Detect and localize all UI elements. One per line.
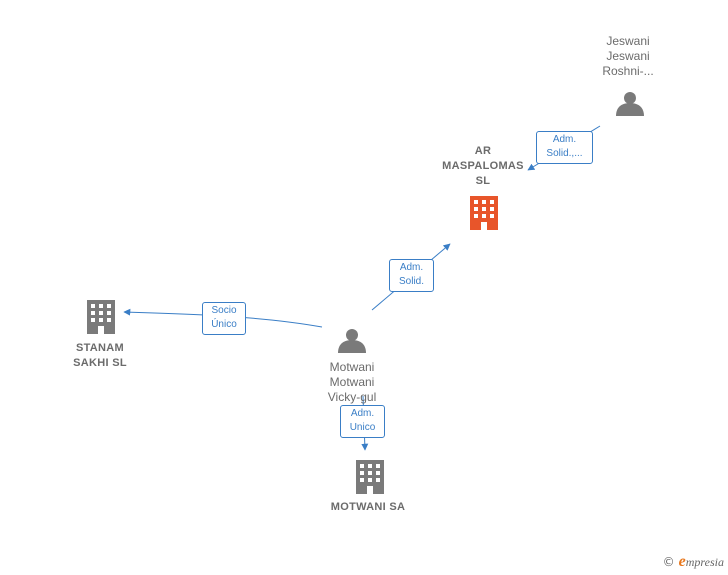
brand-initial: e [678,553,686,570]
brand-logo: ©empresia [663,553,724,571]
node-label-jeswani[interactable]: Jeswani Jeswani Roshni-... [602,34,654,78]
edge-label-jeswani-to-ar[interactable]: Adm. Solid.,... [536,131,593,164]
brand-name: mpresia [685,555,724,569]
building-icon[interactable] [470,196,498,230]
node-label-motwani-sa[interactable]: MOTWANI SA [330,501,406,513]
building-icon[interactable] [87,300,115,334]
edge-label-motwani-to-stanam[interactable]: Socio Único [202,302,246,335]
edge-label-motwani-to-sa[interactable]: Adm. Unico [340,405,385,438]
copyright-icon: © [662,555,675,569]
person-icon[interactable] [338,329,366,353]
node-label-ar-maspalomas[interactable]: AR MASPALOMAS SL [442,145,524,187]
edge-label-motwani-to-ar[interactable]: Adm. Solid. [389,259,434,292]
building-icon[interactable] [356,460,384,494]
node-label-stanam[interactable]: STANAM SAKHI SL [73,342,127,369]
person-icon[interactable] [616,92,644,116]
node-label-motwani-person[interactable]: Motwani Motwani Vicky-gul [327,360,377,404]
